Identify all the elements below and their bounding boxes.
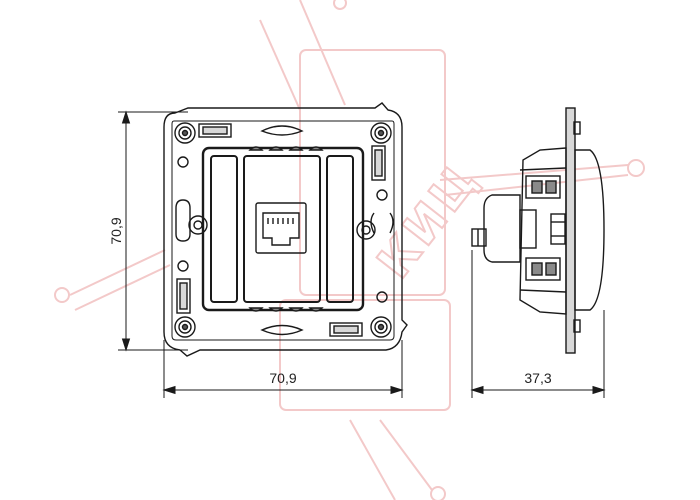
side-body-line [519,289,567,293]
side-body-line [519,167,567,171]
watermark-circle [627,159,645,177]
watermark-circle [430,486,446,500]
watermark-line [259,19,301,111]
arrow-head [121,110,131,124]
small-hole [376,189,388,201]
rear-connector-core [519,209,537,249]
watermark-circle [333,0,347,10]
watermark-line [439,164,629,181]
side-view [471,107,605,354]
corner-screw-bottom-right [370,316,392,338]
arrow-head [121,338,131,352]
mounting-frame-inner [171,120,395,341]
corner-screw-top-left [174,122,196,144]
side-screw-right [356,220,376,240]
side-tab-top [573,121,581,135]
terminal-bumps-top [248,146,324,151]
mechanism-housing [201,146,365,312]
depth-dimension-label: 37,3 [524,370,551,386]
watermark: КИЦ [54,0,645,500]
side-mounting-plate [565,107,576,354]
height-dimension-label: 70,9 [108,217,124,244]
watermark-line [349,419,396,500]
side-screw [550,213,566,245]
side-cover [574,149,605,311]
watermark-circle [54,287,70,303]
keyhole-slot-left [175,199,191,242]
top-oval-slot [260,125,304,136]
rear-connector [483,194,521,263]
side-screw-left-inner [193,220,203,230]
arrow-head [470,385,484,395]
bottom-oval-slot [260,324,304,336]
clip-right [371,145,386,181]
front-view [163,102,408,357]
rj45-port [255,202,307,254]
mechanism-center-segment [243,155,321,303]
arrow-head [162,385,176,395]
arrow-head [592,385,606,395]
side-body [519,147,567,315]
rear-plug [471,228,487,247]
mechanism-right-segment [326,155,354,303]
clip-top [198,123,232,138]
terminal-bumps-bottom [248,307,324,312]
side-tab-bottom [573,319,581,333]
dimension-lines [118,110,606,398]
watermark-line [379,419,433,491]
side-screw-left [188,215,208,235]
corner-screw-bottom-left [174,316,196,338]
watermark-line [74,264,171,311]
clip-left [176,278,191,314]
corner-screw-top-right [370,122,392,144]
watermark-line [299,0,346,106]
watermark-line [69,249,166,296]
small-hole [376,291,388,303]
clip-bottom [329,322,363,337]
side-terminal-top [525,175,561,199]
width-dimension-label: 70,9 [269,370,296,386]
watermark-frame [279,299,451,411]
watermark-frame [299,49,446,296]
small-hole [177,260,189,272]
arrow-head [390,385,404,395]
side-terminal-bottom [525,257,561,281]
mechanism-left-segment [210,155,238,303]
small-hole [177,156,189,168]
mounting-frame [163,102,408,357]
